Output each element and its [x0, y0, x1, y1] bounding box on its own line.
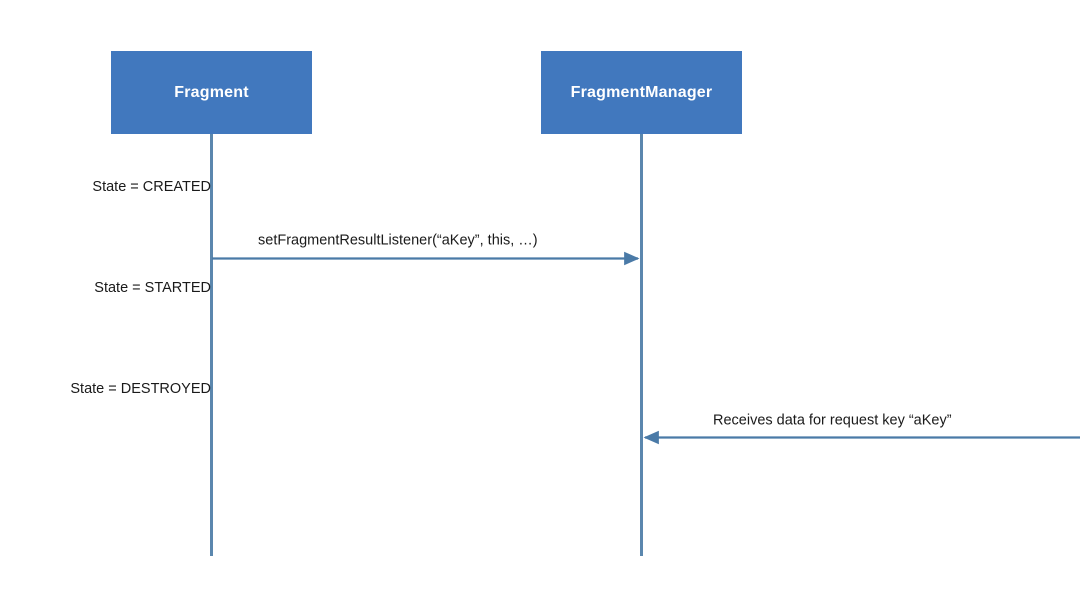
- participant-box-fragmentmanager[interactable]: FragmentManager: [541, 51, 742, 134]
- participant-box-fragment[interactable]: Fragment: [111, 51, 312, 134]
- state-note-started: State = STARTED: [94, 279, 211, 296]
- state-note-created: State = CREATED: [92, 178, 211, 195]
- participant-label-fragmentmanager: FragmentManager: [570, 83, 713, 101]
- message-label-receives-data: Receives data for request key “aKey”: [713, 412, 952, 429]
- state-note-destroyed: State = DESTROYED: [70, 380, 211, 397]
- participant-label-fragment: Fragment: [174, 83, 249, 101]
- message-label-set-listener: setFragmentResultListener(“aKey”, this, …: [258, 232, 538, 249]
